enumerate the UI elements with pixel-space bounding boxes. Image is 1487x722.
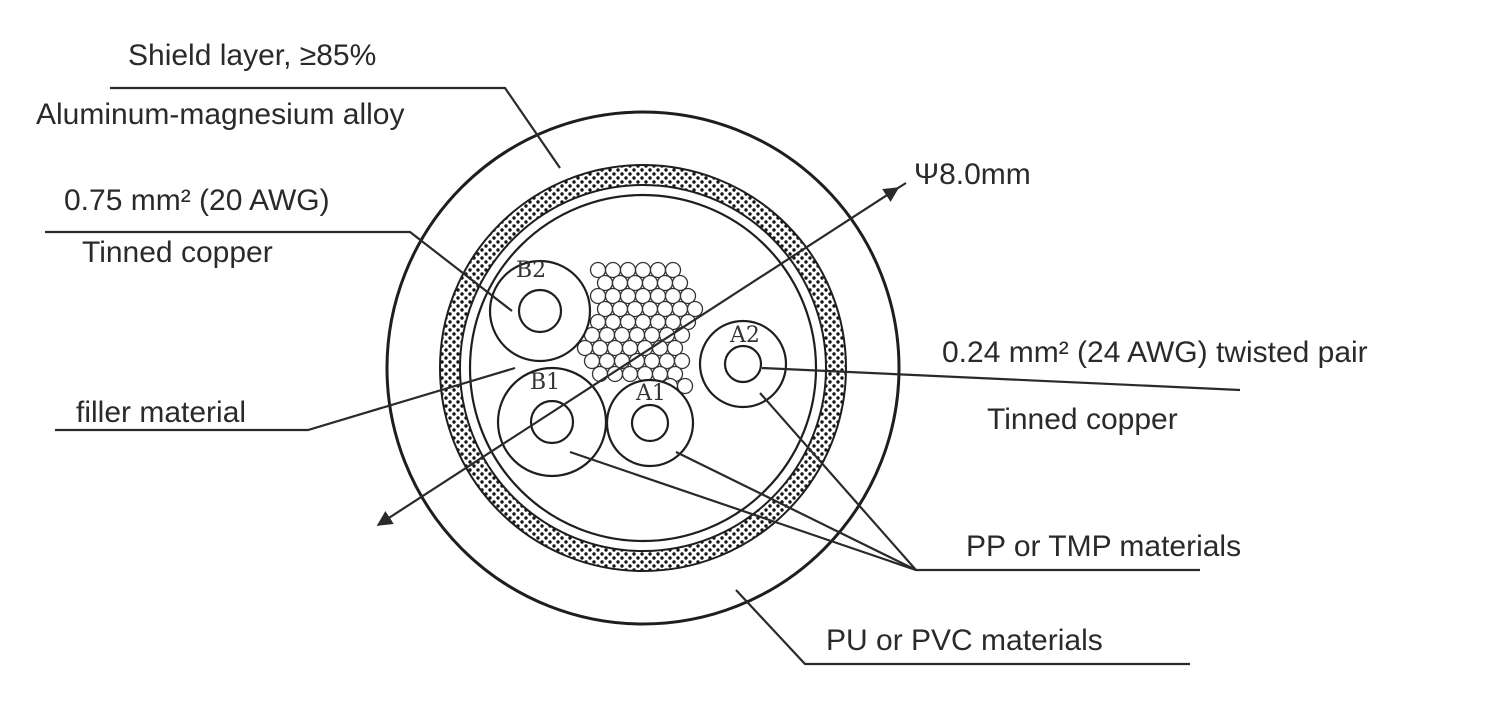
core-a2-label: A2 bbox=[729, 323, 760, 348]
insulation-label: PP or TMP materials bbox=[966, 530, 1242, 563]
filler-strand bbox=[591, 365, 609, 383]
signal-conductor-material-label: Tinned copper bbox=[987, 403, 1178, 436]
diameter-leader bbox=[897, 182, 907, 189]
signal-conductor-leader bbox=[761, 366, 1241, 392]
power-conductor-leader bbox=[45, 230, 513, 312]
core-b2-label: B2 bbox=[516, 258, 546, 283]
power-conductor-material-label: Tinned copper bbox=[82, 236, 273, 269]
shield-leader bbox=[110, 86, 561, 169]
jacket-leader bbox=[735, 589, 1190, 666]
filler-strand bbox=[621, 365, 639, 383]
core-b1-label: B1 bbox=[530, 370, 560, 395]
filler-label: filler material bbox=[76, 396, 247, 429]
filler-leader bbox=[55, 366, 516, 432]
shield-layer-label: Shield layer, ≥85% bbox=[128, 39, 377, 72]
core-a2: A2 bbox=[698, 319, 788, 409]
shield-material-label: Aluminum-magnesium alloy bbox=[36, 98, 405, 131]
power-conductor-size-label: 0.75 mm² (20 AWG) bbox=[64, 184, 330, 217]
insulation-leader-c bbox=[675, 451, 917, 571]
signal-conductor-size-label: 0.24 mm² (24 AWG) twisted pair bbox=[942, 336, 1368, 369]
insulation-leader-b bbox=[759, 392, 917, 571]
jacket-label: PU or PVC materials bbox=[826, 624, 1103, 657]
core-a1-label: A1 bbox=[635, 381, 666, 406]
diameter-dimension-line bbox=[376, 187, 900, 526]
diameter-label: Ψ8.0mm bbox=[914, 158, 1031, 191]
filler-strand bbox=[583, 352, 601, 370]
